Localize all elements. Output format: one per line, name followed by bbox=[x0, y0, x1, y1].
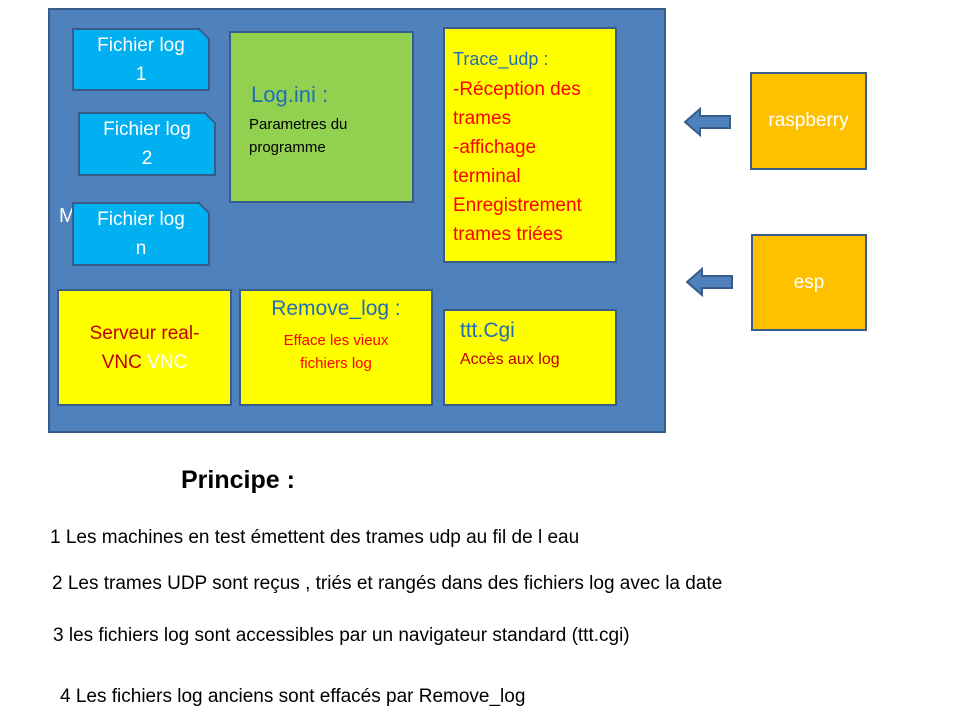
file-log-n: Fichier log n bbox=[72, 202, 210, 266]
principe-line-4: 4 Les fichiers log anciens sont effacés … bbox=[60, 686, 526, 707]
vnc-ghost-text: VNC bbox=[141, 352, 188, 373]
arrow-left-icon bbox=[686, 267, 734, 297]
file-log-1-label: Fichier log 1 bbox=[97, 35, 185, 85]
file-log-2-shape bbox=[78, 112, 216, 176]
system-container-label: M bbox=[59, 205, 76, 227]
file-log-n-shape bbox=[72, 202, 210, 266]
ttt-cgi-description: Accès aux log bbox=[460, 351, 560, 368]
raspberry-box: raspberry bbox=[750, 72, 867, 170]
file-log-2-label: Fichier log 2 bbox=[103, 119, 191, 169]
file-log-1: Fichier log 1 bbox=[72, 28, 210, 91]
principe-line-1: 1 Les machines en test émettent des tram… bbox=[50, 527, 580, 548]
trace-udp-box: Trace_udp : -Réception des trames -affic… bbox=[443, 27, 617, 263]
log-ini-description: Parametres du programme bbox=[249, 116, 348, 156]
log-ini-title: Log.ini : bbox=[251, 82, 329, 107]
arrow-left-icon bbox=[684, 107, 732, 137]
log-ini-box: Log.ini : Parametres du programme bbox=[229, 31, 414, 203]
vnc-server-label: Serveur real- VNC VNC bbox=[59, 319, 230, 377]
principe-line-2: 2 Les trames UDP sont reçus , triés et r… bbox=[52, 573, 723, 594]
ttt-cgi-box: ttt.Cgi Accès aux log bbox=[443, 309, 617, 406]
raspberry-label: raspberry bbox=[768, 110, 849, 131]
remove-log-description: Efface les vieux fichiers log bbox=[283, 332, 389, 372]
principe-line-3: 3 les fichiers log sont accessibles par … bbox=[53, 625, 630, 646]
file-log-n-label: Fichier log n bbox=[97, 209, 185, 259]
esp-label: esp bbox=[793, 271, 825, 293]
ttt-cgi-title: ttt.Cgi bbox=[460, 319, 515, 342]
file-log-2: Fichier log 2 bbox=[78, 112, 216, 176]
file-log-1-shape bbox=[72, 28, 210, 91]
vnc-server-box: Serveur real- VNC VNC bbox=[57, 289, 232, 406]
remove-log-title: Remove_log : bbox=[271, 297, 401, 320]
esp-box: esp bbox=[751, 234, 867, 331]
trace-udp-title: Trace_udp : bbox=[453, 49, 549, 69]
remove-log-box: Remove_log : Efface les vieux fichiers l… bbox=[239, 289, 433, 406]
principe-title: Principe : bbox=[181, 466, 295, 494]
trace-udp-description: -Réception des trames -affichage termina… bbox=[453, 79, 582, 245]
vnc-server-text: Serveur real- VNC bbox=[89, 323, 200, 373]
